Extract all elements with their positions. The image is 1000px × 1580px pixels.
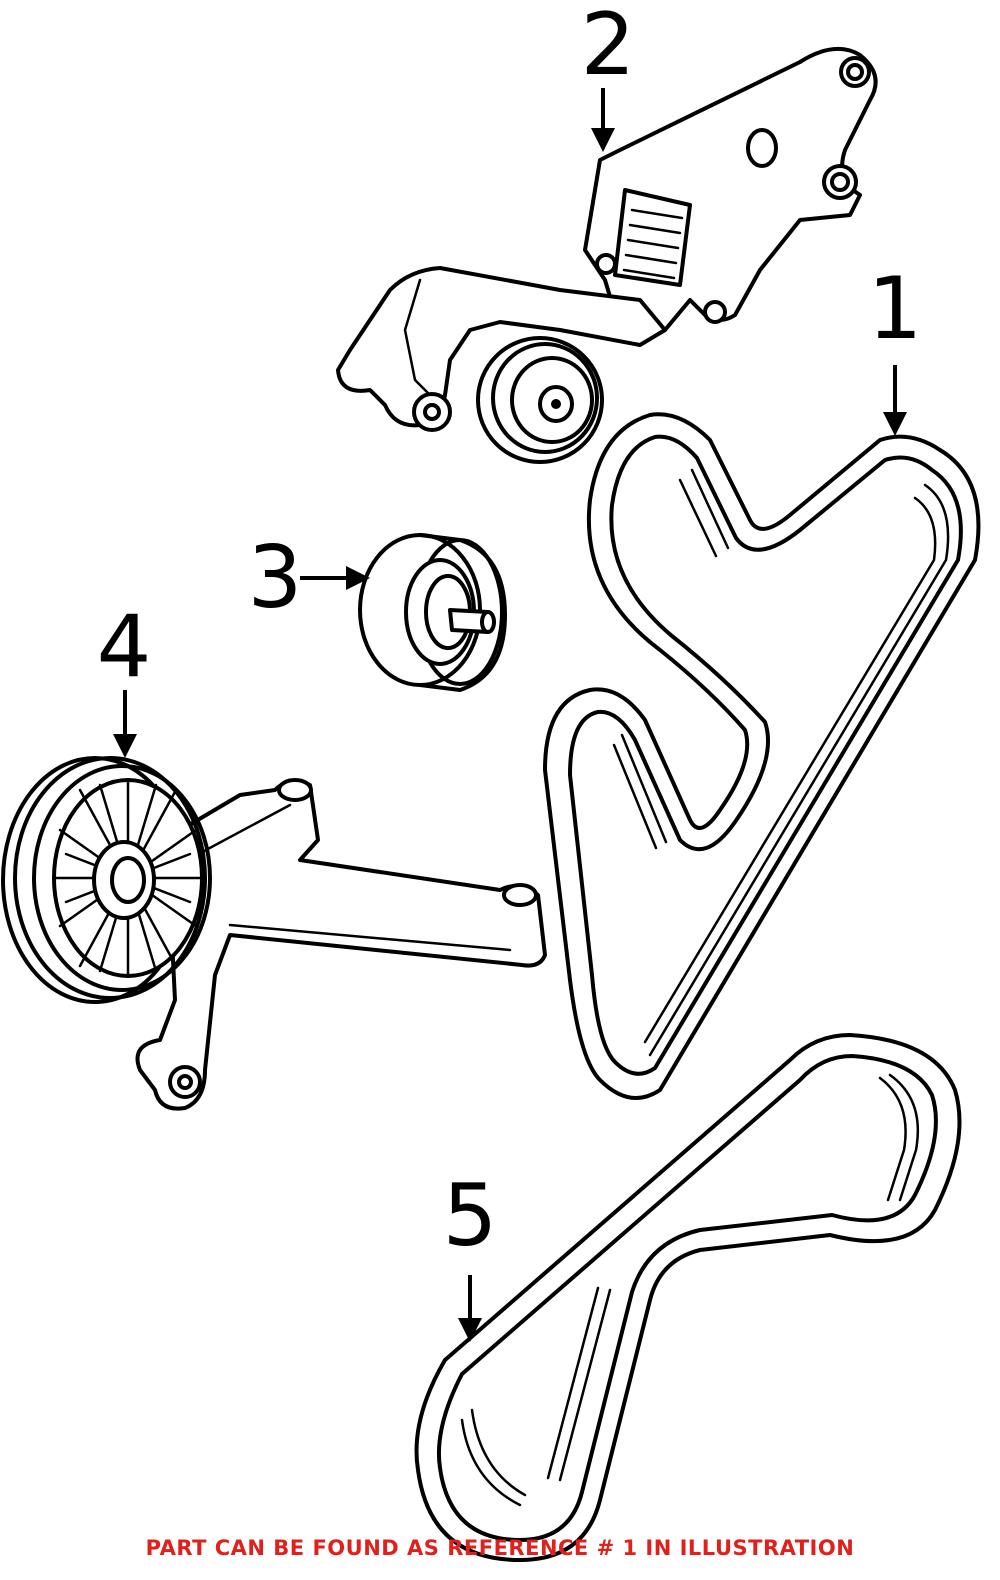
callout-arrow-5: [458, 1275, 482, 1342]
part-2-tensioner-assembly: [336, 46, 878, 464]
callout-label-3: 3: [248, 528, 303, 628]
callout-arrow-4: [113, 690, 137, 758]
part-5-belt: [414, 1033, 962, 1562]
callout-arrow-3: [300, 566, 370, 590]
callout-arrow-1: [883, 365, 907, 436]
part-4-pulley-bracket: [1, 756, 547, 1111]
callout-label-1: 1: [868, 259, 923, 359]
callout-label-2: 2: [581, 0, 636, 95]
callout-label-5: 5: [443, 1166, 498, 1266]
part-3-idler-pulley: [358, 533, 507, 692]
callout-arrow-2: [591, 88, 615, 152]
part-1-serpentine-belt: [543, 412, 981, 1100]
reference-note: PART CAN BE FOUND AS REFERENCE # 1 IN IL…: [145, 1536, 855, 1560]
callout-label-4: 4: [97, 597, 152, 697]
